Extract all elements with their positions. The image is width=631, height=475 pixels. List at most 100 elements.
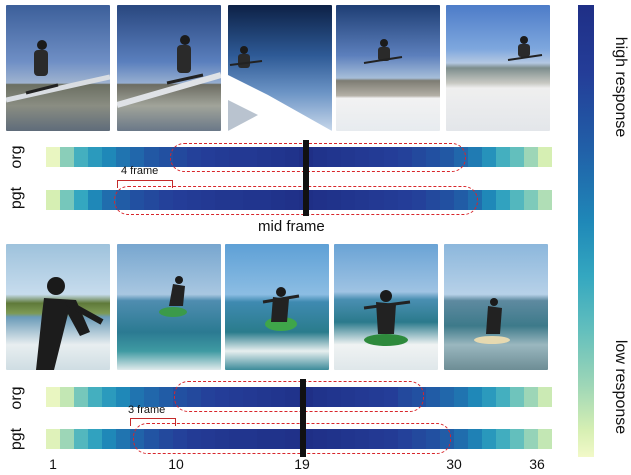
response-cell: [172, 190, 187, 210]
response-cell: [46, 147, 61, 167]
response-cell: [327, 147, 342, 167]
high-response-oval-bottom-org: [174, 381, 424, 412]
response-cell: [453, 387, 468, 407]
response-cell: [74, 190, 89, 210]
response-cell: [214, 147, 229, 167]
surf-frame-5: [444, 244, 548, 370]
response-cell: [285, 190, 300, 210]
response-cell: [355, 190, 370, 210]
response-cell: [369, 429, 384, 449]
high-response-oval-top-org: [170, 143, 466, 172]
response-cell: [496, 387, 511, 407]
ski-frame-5: [446, 5, 550, 131]
response-cell: [256, 190, 271, 210]
response-cell: [60, 190, 75, 210]
response-cell: [327, 190, 342, 210]
ski-frame-4: [336, 5, 440, 131]
response-cell: [538, 147, 553, 167]
response-cell: [510, 190, 525, 210]
response-cell: [242, 387, 257, 407]
response-cell: [144, 147, 159, 167]
response-cell: [116, 147, 131, 167]
response-cell: [74, 429, 89, 449]
response-cell: [341, 190, 356, 210]
response-cell: [397, 147, 412, 167]
response-cell: [341, 147, 356, 167]
ski-frame-1: [6, 5, 110, 131]
response-cell: [383, 429, 398, 449]
response-cell: [172, 429, 187, 449]
org-label-bottom: org: [8, 386, 25, 410]
org-label-top: org: [8, 145, 25, 169]
response-cell: [116, 429, 131, 449]
response-cell: [397, 190, 412, 210]
tick-label: 19: [294, 456, 310, 472]
response-cell: [228, 147, 243, 167]
ski-frame-2: [117, 5, 221, 131]
response-cell: [102, 190, 117, 210]
response-cell: [144, 387, 159, 407]
response-cell: [510, 147, 525, 167]
response-cell: [88, 429, 103, 449]
offset-label-top: 4 frame: [121, 165, 159, 177]
response-cell: [453, 429, 468, 449]
response-cell: [425, 190, 440, 210]
response-cell: [88, 387, 103, 407]
response-cell: [186, 190, 201, 210]
response-cell: [538, 387, 553, 407]
offset-bracket-top: [117, 180, 173, 188]
ski-frame-3: [228, 5, 332, 131]
response-cell: [411, 147, 426, 167]
response-cell: [46, 429, 61, 449]
response-cell: [481, 387, 496, 407]
response-cell: [327, 429, 342, 449]
low-response-label: low response: [612, 339, 629, 435]
high-response-oval-bottom-pgt: [133, 423, 451, 454]
surf-frame-4: [334, 244, 438, 370]
response-cell: [439, 147, 454, 167]
response-cell: [144, 429, 159, 449]
response-cell: [496, 147, 511, 167]
response-cell: [88, 190, 103, 210]
response-strip-bottom-pgt: [46, 429, 553, 449]
response-cell: [383, 387, 398, 407]
response-cell: [439, 190, 454, 210]
response-cell: [60, 429, 75, 449]
response-cell: [60, 387, 75, 407]
response-cell: [481, 190, 496, 210]
mid-frame-marker-top: [303, 140, 309, 216]
response-cell: [130, 387, 145, 407]
response-cell: [327, 387, 342, 407]
response-cell: [467, 387, 482, 407]
response-cell: [46, 190, 61, 210]
mid-frame-marker-bottom: [300, 379, 306, 457]
response-cell: [46, 387, 61, 407]
response-cell: [242, 190, 257, 210]
response-colorbar: [578, 5, 594, 457]
response-cell: [214, 429, 229, 449]
response-cell: [467, 147, 482, 167]
response-cell: [186, 147, 201, 167]
response-cell: [397, 429, 412, 449]
response-cell: [397, 387, 412, 407]
response-cell: [341, 387, 356, 407]
response-cell: [271, 429, 286, 449]
response-cell: [60, 147, 75, 167]
response-cell: [425, 429, 440, 449]
response-cell: [228, 387, 243, 407]
response-cell: [200, 190, 215, 210]
response-cell: [200, 387, 215, 407]
response-cell: [510, 387, 525, 407]
response-cell: [481, 147, 496, 167]
response-cell: [256, 387, 271, 407]
response-cell: [256, 147, 271, 167]
response-cell: [313, 429, 328, 449]
response-cell: [158, 190, 173, 210]
response-cell: [510, 429, 525, 449]
response-cell: [200, 429, 215, 449]
response-cell: [74, 147, 89, 167]
response-cell: [186, 429, 201, 449]
response-cell: [411, 190, 426, 210]
surf-frame-1: [6, 244, 110, 370]
response-cell: [285, 147, 300, 167]
